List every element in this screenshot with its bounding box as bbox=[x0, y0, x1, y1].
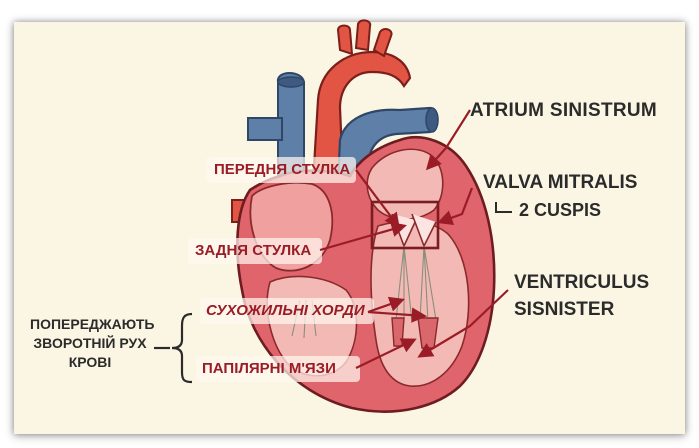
pulmonary-artery-end bbox=[426, 108, 438, 132]
bracket bbox=[172, 314, 192, 382]
papillary-muscle-2 bbox=[418, 318, 438, 348]
label-2-cuspis: 2 CUSPIS bbox=[519, 201, 601, 219]
label-chordae: СУХОЖИЛЬНІ ХОРДИ bbox=[206, 303, 365, 318]
cuspis-marker bbox=[496, 202, 512, 212]
label-atrium-sinistrum: ATRIUM SINISTRUM bbox=[470, 101, 657, 120]
label-valva-mitralis: VALVA MITRALIS bbox=[483, 173, 637, 192]
label-ventriculus: VENTRICULUS bbox=[514, 273, 649, 292]
papillary-muscle-1 bbox=[392, 318, 404, 346]
aorta-branch-3 bbox=[374, 29, 392, 56]
label-back-cusp: ЗАДНЯ СТУЛКА bbox=[195, 243, 311, 258]
label-prevent-1: ПОПЕРЕДЖАЮТЬ bbox=[30, 317, 150, 331]
vena-cava-opening bbox=[278, 77, 304, 87]
label-papillary: ПАПІЛЯРНІ М'ЯЗИ bbox=[202, 361, 336, 376]
aorta-branch-1 bbox=[338, 26, 352, 55]
label-sisnister: SISNISTER bbox=[514, 300, 614, 319]
aorta-branch-2 bbox=[356, 20, 370, 50]
label-prevent-3: КРОВІ bbox=[30, 355, 150, 369]
label-prevent-2: ЗВОРОТНІЙ РУХ bbox=[30, 336, 150, 350]
left-ventricle-cavity bbox=[371, 221, 469, 386]
pulmonary-vein-left bbox=[248, 118, 282, 140]
label-front-cusp: ПЕРЕДНЯ СТУЛКА bbox=[214, 162, 350, 177]
